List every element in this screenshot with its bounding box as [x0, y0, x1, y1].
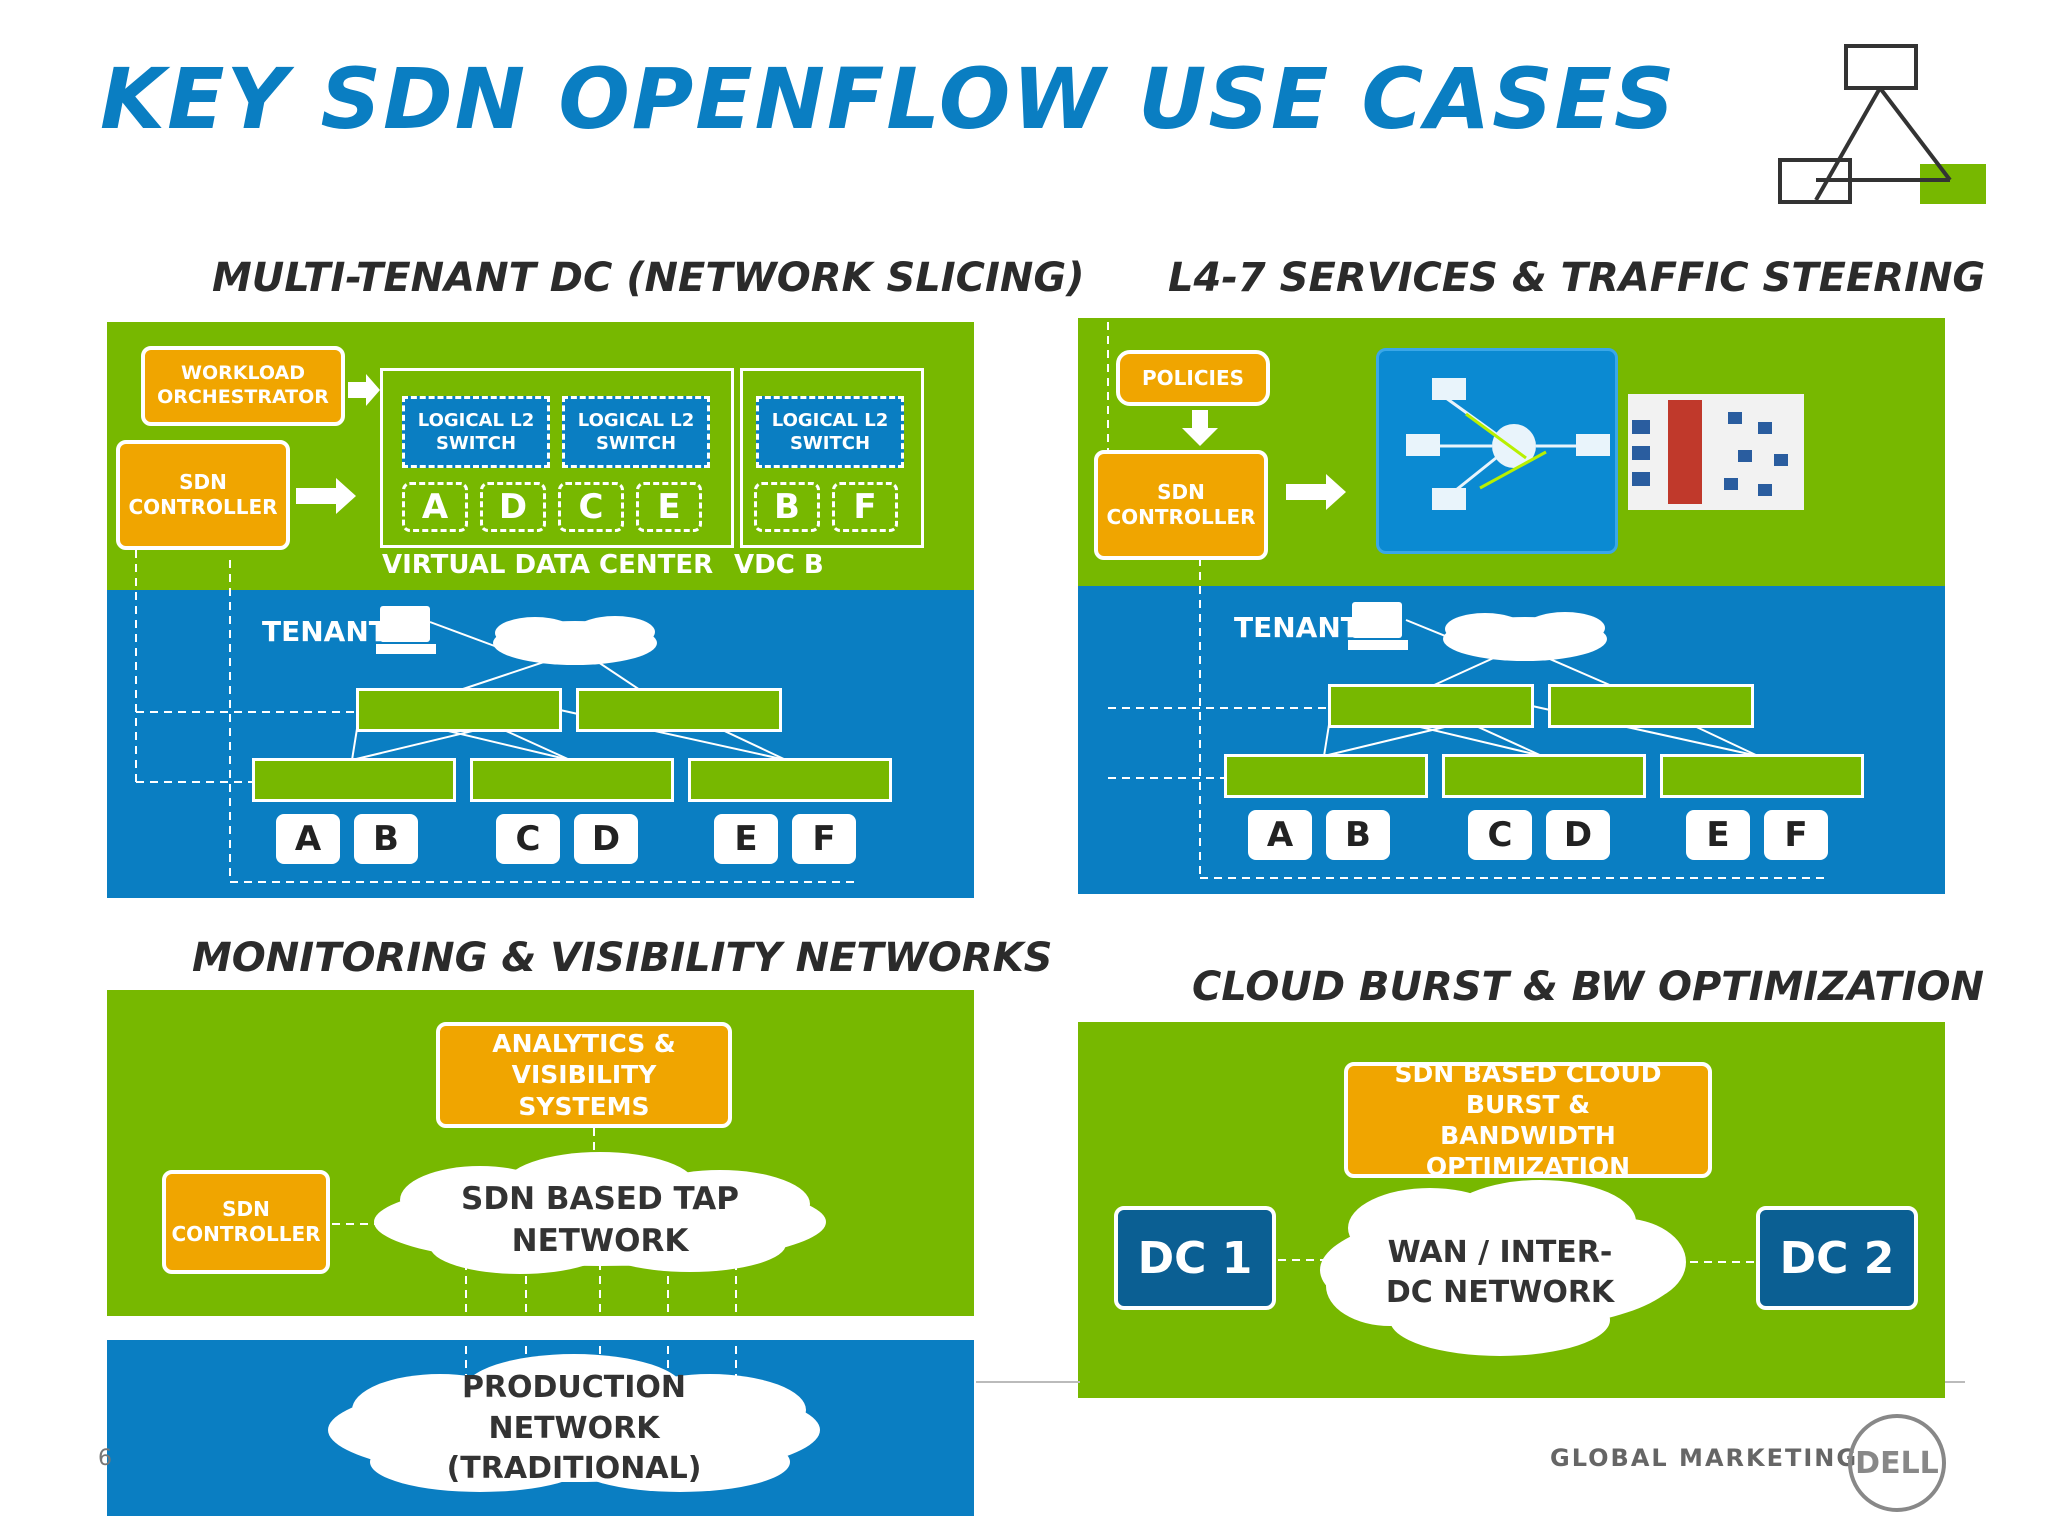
firewall-image [1628, 394, 1804, 510]
cloud-burst-box: SDN BASED CLOUD BURST & BANDWIDTH OPTIMI… [1344, 1059, 1712, 1181]
tap-network-cloud [374, 1152, 826, 1274]
vdc-b-frame [740, 368, 924, 548]
virtual-data-center-frame [380, 368, 734, 548]
vdc-b-label: VDC B [734, 550, 824, 580]
dc2-box: DC 2 [1756, 1206, 1918, 1310]
vm-box: E [636, 482, 702, 532]
host-box: B [1326, 810, 1390, 860]
leaf-switch [470, 758, 674, 802]
footer-divider [976, 1381, 1080, 1383]
host-box: C [496, 814, 560, 864]
policies-box: POLICIES [1116, 350, 1270, 406]
dc1-box: DC 1 [1114, 1206, 1276, 1310]
workload-orchestrator-box: WORKLOAD ORCHESTRATOR [141, 346, 345, 426]
multi-tenant-title: MULTI-TENANT DC (NETWORK SLICING) [212, 255, 1085, 301]
traffic-steering-graphic [1406, 378, 1610, 510]
vm-box: B [754, 482, 820, 532]
leaf-switch [1660, 754, 1864, 798]
tenant-label: TENANT [262, 615, 388, 648]
logical-l2-switch: LOGICAL L2 SWITCH [562, 396, 710, 468]
host-box: C [1468, 810, 1532, 860]
vm-box: F [832, 482, 898, 532]
host-box: A [1248, 810, 1312, 860]
leaf-switch [252, 758, 456, 802]
logical-l2-switch: LOGICAL L2 SWITCH [756, 396, 904, 468]
spine-switch [576, 688, 782, 732]
analytics-visibility-box: ANALYTICS & VISIBILITY SYSTEMS [436, 1022, 732, 1128]
monitoring-title: MONITORING & VISIBILITY NETWORKS [192, 935, 1053, 981]
host-box: B [354, 814, 418, 864]
dell-logo-text: DELL [1855, 1445, 1939, 1481]
leaf-switch [1224, 754, 1428, 798]
tap-network-label: SDN BASED TAP NETWORK [461, 1181, 739, 1259]
spine-switch [1328, 684, 1534, 728]
page-title: KEY SDN OPENFLOW USE CASES [100, 50, 1677, 148]
vm-box: D [480, 482, 546, 532]
spine-switch [1548, 684, 1754, 728]
host-box: A [276, 814, 340, 864]
dell-logo: DELL [1848, 1414, 1946, 1512]
sdn-controller-box: SDN CONTROLLER [116, 440, 290, 550]
global-marketing-label: GLOBAL MARKETING [1550, 1444, 1859, 1472]
host-box: D [574, 814, 638, 864]
cloudburst-title: CLOUD BURST & BW OPTIMIZATION [1192, 964, 1984, 1010]
network-triangle-icon [1778, 44, 1986, 204]
firewall-graphic [1632, 400, 1788, 504]
leaf-switch [1442, 754, 1646, 798]
tenant-label: TENANT [1234, 611, 1360, 644]
host-box: E [714, 814, 778, 864]
footer-left-fragment: 6 [98, 1446, 112, 1471]
footer-divider-right [1945, 1381, 1965, 1383]
l47-title: L4-7 SERVICES & TRAFFIC STEERING [1168, 255, 1986, 301]
host-box: F [1764, 810, 1828, 860]
host-box: F [792, 814, 856, 864]
logical-l2-switch: LOGICAL L2 SWITCH [402, 396, 550, 468]
wan-cloud [1320, 1180, 1686, 1356]
wan-network-label: WAN / INTER-DC NETWORK [1385, 1234, 1615, 1311]
production-network-cloud [328, 1354, 820, 1492]
host-box: D [1546, 810, 1610, 860]
sdn-controller-box: SDN CONTROLLER [1094, 450, 1268, 560]
virtual-data-center-label: VIRTUAL DATA CENTER [382, 550, 714, 580]
host-box: E [1686, 810, 1750, 860]
production-network-label: PRODUCTION NETWORK (TRADITIONAL) [446, 1370, 702, 1487]
leaf-switch [688, 758, 892, 802]
vm-box: C [558, 482, 624, 532]
vm-box: A [402, 482, 468, 532]
spine-switch [356, 688, 562, 732]
sdn-controller-box: SDN CONTROLLER [162, 1170, 330, 1274]
